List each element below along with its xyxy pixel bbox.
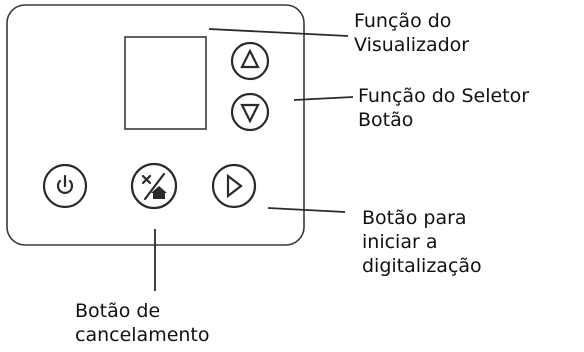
start-scan-label-line-2: iniciar a	[362, 231, 438, 253]
display-function-label-line-2: Visualizador	[354, 34, 470, 56]
triangle-down-icon	[240, 103, 260, 124]
cancel-label-line-2: cancelamento	[75, 324, 210, 346]
selector-button-label: Função do Seletor Botão	[358, 84, 529, 132]
display-function-label-line-1: Função do	[354, 10, 452, 32]
power-button[interactable]	[42, 163, 88, 209]
down-button[interactable]	[230, 92, 270, 132]
cancel-home-icon	[141, 172, 167, 201]
display-window	[124, 36, 207, 130]
display-function-label: Função do Visualizador	[354, 9, 469, 59]
start-scan-label-line-3: digitalização	[362, 255, 482, 277]
start-leader-line	[267, 207, 346, 213]
start-button[interactable]	[211, 163, 257, 209]
display-leader-line	[208, 28, 349, 37]
selector-button-label-line-1: Função do Seletor	[358, 85, 530, 107]
cancel-button-label: Botão de cancelamento	[75, 299, 210, 347]
selector-button-label-line-2: Botão	[358, 109, 414, 131]
cancel-label-line-1: Botão de	[75, 300, 161, 322]
cancel-button[interactable]	[130, 162, 178, 210]
up-button[interactable]	[230, 41, 270, 81]
power-icon	[56, 174, 74, 194]
start-scan-label-line-1: Botão para	[362, 207, 467, 229]
selector-leader-line	[293, 96, 354, 101]
play-triangle-icon	[226, 173, 243, 199]
triangle-up-icon	[240, 48, 260, 69]
start-scan-button-label: Botão para iniciar a digitalização	[362, 206, 482, 278]
